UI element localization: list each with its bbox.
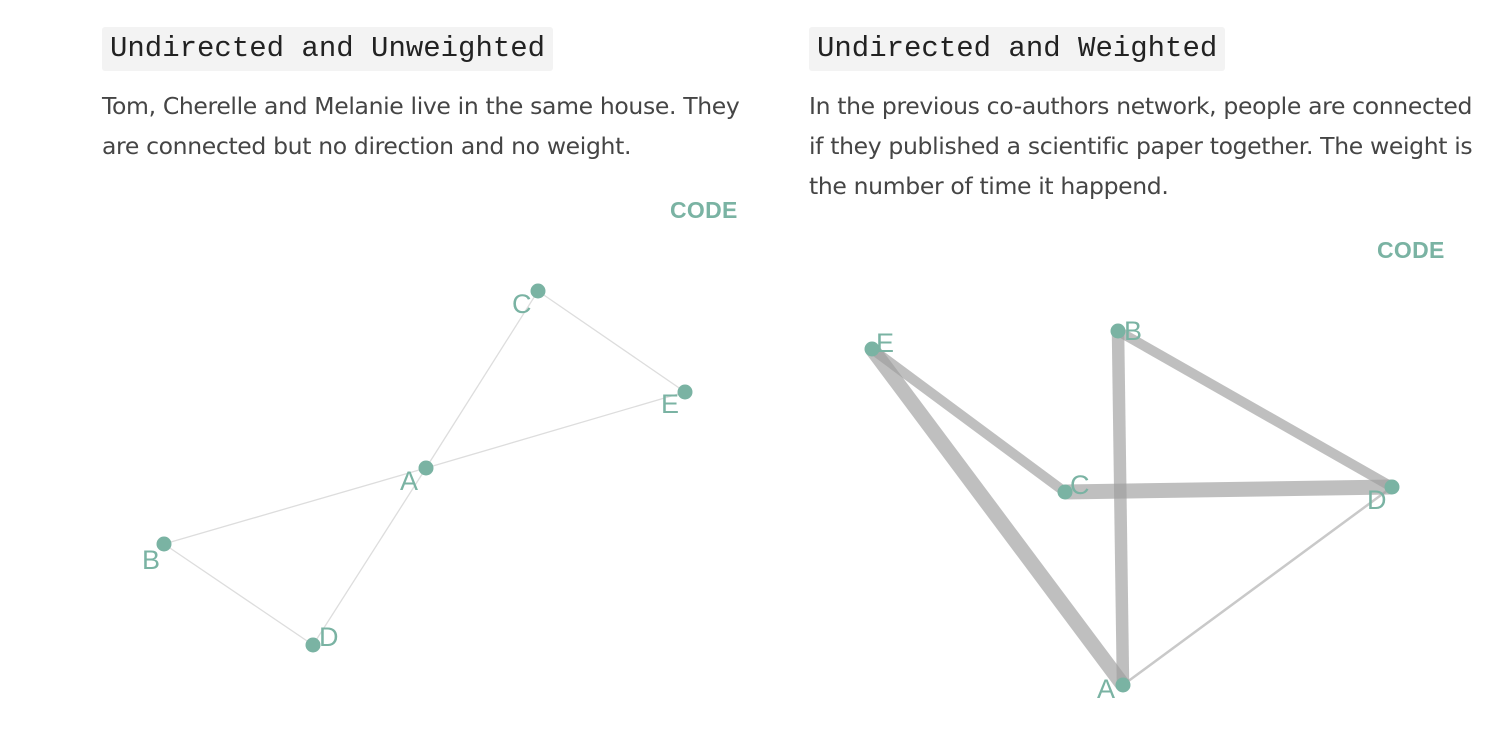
left-node-dot-e[interactable] xyxy=(677,384,693,400)
left-edge-a-d xyxy=(312,467,427,646)
right-node-a[interactable]: A xyxy=(1097,674,1131,704)
left-node-d[interactable]: D xyxy=(305,622,339,653)
right-node-c[interactable]: C xyxy=(1057,470,1090,500)
left-node-dot-a[interactable] xyxy=(418,460,434,476)
right-node-dot-b[interactable] xyxy=(1110,323,1126,339)
unweighted-network-graph: A B C D E xyxy=(142,283,693,653)
left-edge-c-e xyxy=(537,290,686,393)
right-edge-a-d xyxy=(1122,485,1393,687)
right-panel-description: In the previous co-authors network, peop… xyxy=(809,92,1473,200)
right-node-dot-e[interactable] xyxy=(864,341,880,357)
left-code-link[interactable]: CODE xyxy=(670,197,738,223)
right-node-dot-c[interactable] xyxy=(1057,484,1073,500)
right-edge-b-d xyxy=(1115,326,1395,492)
left-edge-b-d xyxy=(163,543,314,646)
left-edge-a-c xyxy=(425,290,539,469)
left-node-label-c: C xyxy=(512,289,532,319)
left-node-a[interactable]: A xyxy=(400,460,434,497)
right-node-b[interactable]: B xyxy=(1110,316,1143,346)
left-node-label-b: B xyxy=(142,545,160,575)
weighted-network-graph: A B C D E xyxy=(864,316,1400,704)
left-edge-a-e xyxy=(425,391,686,469)
right-panel-title: Undirected and Weighted xyxy=(809,27,1226,71)
left-panel-title: Undirected and Unweighted xyxy=(102,27,554,71)
left-node-label-d: D xyxy=(319,622,339,652)
right-node-label-a: A xyxy=(1097,674,1115,704)
left-node-dot-d[interactable] xyxy=(305,637,321,653)
right-node-label-b: B xyxy=(1124,316,1142,346)
left-node-b[interactable]: B xyxy=(142,536,172,576)
right-code-link[interactable]: CODE xyxy=(1377,237,1445,263)
right-node-dot-a[interactable] xyxy=(1115,677,1131,693)
right-node-label-d: D xyxy=(1367,485,1387,515)
left-node-e[interactable]: E xyxy=(661,384,693,420)
left-node-dot-c[interactable] xyxy=(530,283,546,299)
left-panel: Undirected and Unweighted Tom, Cherelle … xyxy=(102,27,740,653)
right-edge-e-c xyxy=(869,344,1068,497)
right-edge-c-d xyxy=(1064,479,1393,500)
right-node-dot-d[interactable] xyxy=(1384,479,1400,495)
right-edge-b-a xyxy=(1111,330,1130,686)
right-edge-e-a xyxy=(865,344,1130,690)
right-node-e[interactable]: E xyxy=(864,328,895,358)
right-node-label-c: C xyxy=(1070,470,1090,500)
right-node-d[interactable]: D xyxy=(1367,479,1400,516)
right-node-label-e: E xyxy=(876,328,894,358)
left-edge-a-b xyxy=(163,467,427,545)
left-node-label-e: E xyxy=(661,389,679,419)
right-panel: Undirected and Weighted In the previous … xyxy=(745,0,1490,746)
left-panel-description: Tom, Cherelle and Melanie live in the sa… xyxy=(102,92,740,160)
left-node-c[interactable]: C xyxy=(512,283,546,320)
left-node-label-a: A xyxy=(400,466,418,496)
left-node-dot-b[interactable] xyxy=(156,536,172,552)
